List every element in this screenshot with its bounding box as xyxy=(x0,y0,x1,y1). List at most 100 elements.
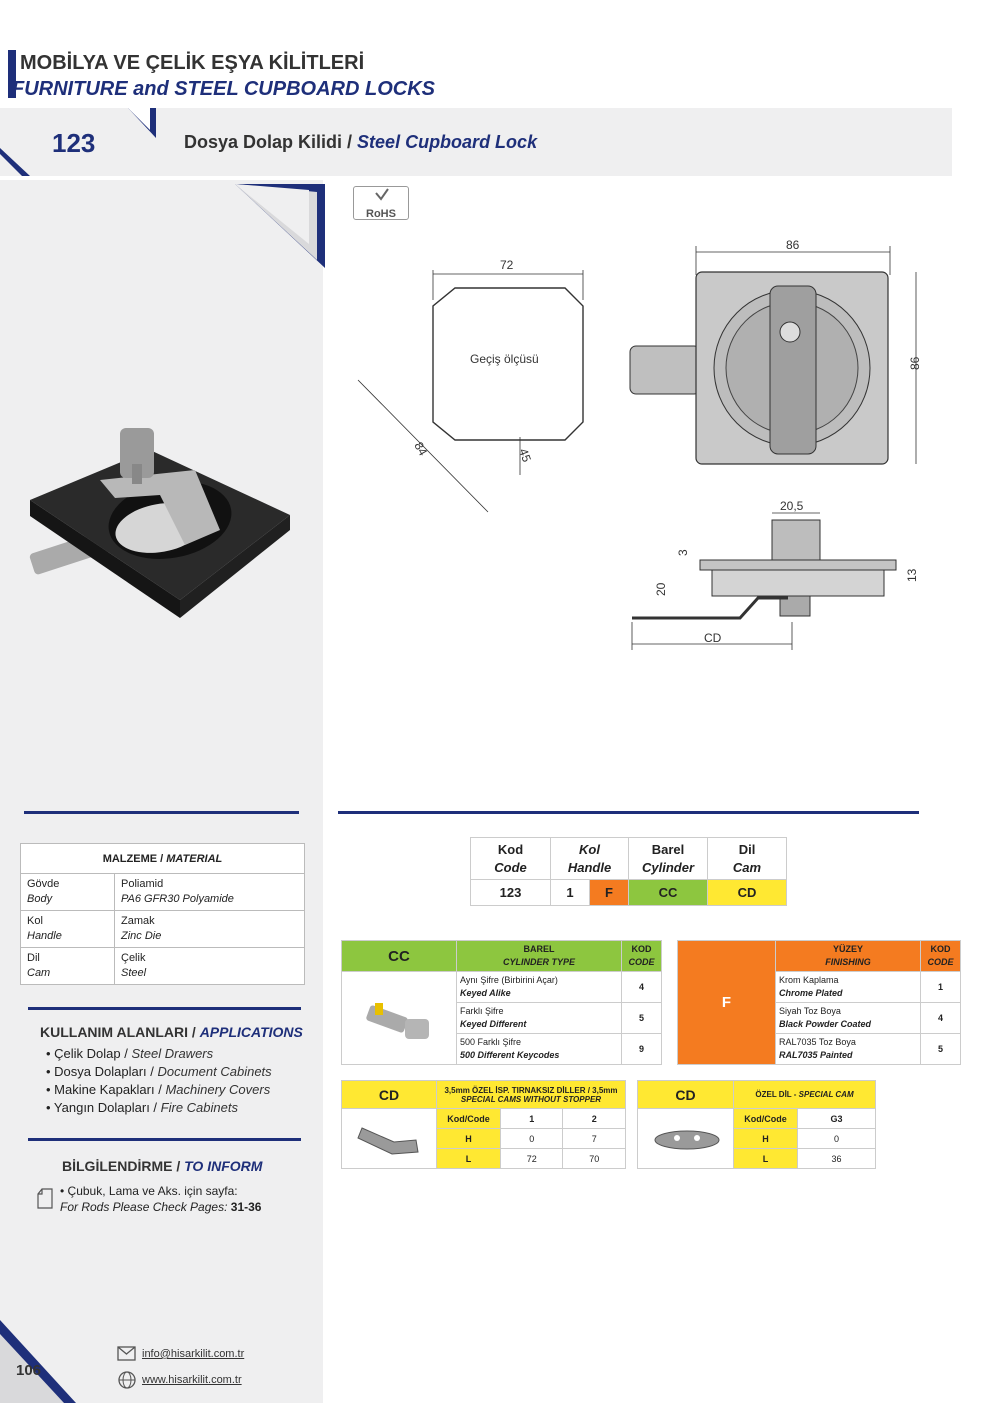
product-title: Dosya Dolap Kilidi / Steel Cupboard Lock xyxy=(184,132,537,153)
product-number: 123 xyxy=(52,128,96,158)
dim-20: 20 xyxy=(654,582,668,596)
dim-cd: CD xyxy=(704,631,722,645)
table-row: H 0 7 xyxy=(342,1128,626,1149)
cylinder-image xyxy=(341,971,457,1065)
inform-divider xyxy=(28,1138,301,1141)
product-name-en: Steel Cupboard Lock xyxy=(357,132,538,152)
cam1-image xyxy=(341,1108,437,1169)
check-icon xyxy=(375,188,389,201)
product-photo xyxy=(29,428,290,618)
material-heading-en: MATERIAL xyxy=(166,852,223,865)
dim-72: 72 xyxy=(500,258,514,272)
dim-3: 3 xyxy=(676,549,690,556)
finishing-code: F xyxy=(677,940,776,1065)
list-item: • Çelik Dolap / Steel Drawers xyxy=(46,1046,214,1061)
technical-drawing: 72 Geçiş ölçüsü 84 45 86 86 20,5 3 20 13… xyxy=(357,238,922,650)
handle-cell: 1 xyxy=(550,879,590,906)
header-accent-bar xyxy=(8,50,16,98)
rohs-badge: RoHS xyxy=(353,186,409,220)
mat-en: Zinc Die xyxy=(121,930,162,942)
dim-45: 45 xyxy=(516,447,534,465)
inform-pages: 31-36 xyxy=(230,1200,262,1214)
part-en: Handle xyxy=(27,930,62,942)
product-name-tr: Dosya Dolap Kilidi / xyxy=(184,132,353,152)
globe-icon xyxy=(118,1371,136,1389)
part-en: Cam xyxy=(27,967,51,979)
mat-en: Steel xyxy=(121,967,147,979)
document-icon xyxy=(37,1188,53,1209)
cam1-table: CD 3,5mm ÖZEL İSP. TIRNAKSIZ DİLLER / 3,… xyxy=(341,1080,626,1169)
dim-86-height: 86 xyxy=(908,356,922,370)
table-row: H 0 xyxy=(638,1128,876,1149)
sidebar-corner-decoration xyxy=(235,184,325,268)
table-row: 123 1 F CC CD xyxy=(470,879,787,906)
band-corner-decoration xyxy=(0,108,156,176)
part-tr: Gövde xyxy=(27,878,60,890)
cam2-image xyxy=(637,1108,734,1169)
dim-84: 84 xyxy=(411,440,430,459)
dim-20-5: 20,5 xyxy=(780,499,804,513)
mat-tr: Çelik xyxy=(121,952,146,964)
table-row: L 36 xyxy=(638,1148,876,1169)
mat-en: PA6 GFR30 Polyamide xyxy=(121,893,234,905)
table-row: Aynı Şifre (Birbirini Açar)Keyed Alike 4 xyxy=(341,971,662,1065)
inform-text: • Çubuk, Lama ve Aks. için sayfa: For Ro… xyxy=(60,1183,261,1215)
cam2-table: CD ÖZEL DİL - SPECIAL CAM Kod/Code G3 H … xyxy=(637,1080,876,1169)
code-cell: 123 xyxy=(470,879,551,906)
inform-heading-tr: BİLGİLENDİRME / xyxy=(62,1158,181,1174)
category-title-tr: MOBİLYA VE ÇELİK EŞYA KİLİTLERİ xyxy=(20,52,365,74)
rohs-label: RoHS xyxy=(366,208,396,220)
material-heading: MALZEME / MATERIAL xyxy=(20,843,305,874)
list-item: • Dosya Dolapları / Document Cabinets xyxy=(46,1064,272,1079)
list-item: • Makine Kapakları / Machinery Covers xyxy=(46,1082,271,1097)
part-tr: Dil xyxy=(27,952,40,964)
finish-cell: F xyxy=(589,879,629,906)
main-divider xyxy=(338,811,919,814)
cam2-code: CD xyxy=(637,1080,734,1109)
inform-heading-en: TO INFORM xyxy=(184,1158,263,1174)
inform-line2: For Rods Please Check Pages: xyxy=(60,1200,228,1214)
cylinder-cell: CC xyxy=(628,879,708,906)
cylinder-code: CC xyxy=(341,940,457,972)
dim-86-width: 86 xyxy=(786,238,800,252)
part-tr: Kol xyxy=(27,915,43,927)
email-icon xyxy=(117,1346,136,1361)
cam-cell: CD xyxy=(707,879,787,906)
page-corner-decoration xyxy=(0,1320,76,1403)
passage-label: Geçiş ölçüsü xyxy=(470,352,539,366)
cam1-code: CD xyxy=(341,1080,437,1109)
product-band xyxy=(0,108,952,176)
applications-heading: KULLANIM ALANLARI / APPLICATIONS xyxy=(40,1024,303,1040)
applications-divider xyxy=(28,1007,301,1010)
applications-heading-tr: KULLANIM ALANLARI / xyxy=(40,1024,196,1040)
part-en: Body xyxy=(27,893,53,905)
applications-heading-en: APPLICATIONS xyxy=(199,1024,303,1040)
page-number: 106 xyxy=(16,1362,42,1379)
applications-list: • Çelik Dolap / Steel Drawers • Dosya Do… xyxy=(46,1045,272,1117)
inform-heading: BİLGİLENDİRME / TO INFORM xyxy=(62,1158,262,1174)
mat-tr: Zamak xyxy=(121,915,155,927)
mat-tr: Poliamid xyxy=(121,878,164,890)
list-item: • Yangın Dolapları / Fire Cabinets xyxy=(46,1100,238,1115)
sidebar-divider xyxy=(24,811,299,814)
email-link[interactable]: info@hisarkilit.com.tr xyxy=(142,1348,245,1360)
inform-line1: • Çubuk, Lama ve Aks. için sayfa: xyxy=(60,1184,238,1198)
website-link[interactable]: www.hisarkilit.com.tr xyxy=(142,1374,242,1386)
table-row: L 72 70 xyxy=(342,1148,626,1169)
dim-13: 13 xyxy=(905,568,919,582)
